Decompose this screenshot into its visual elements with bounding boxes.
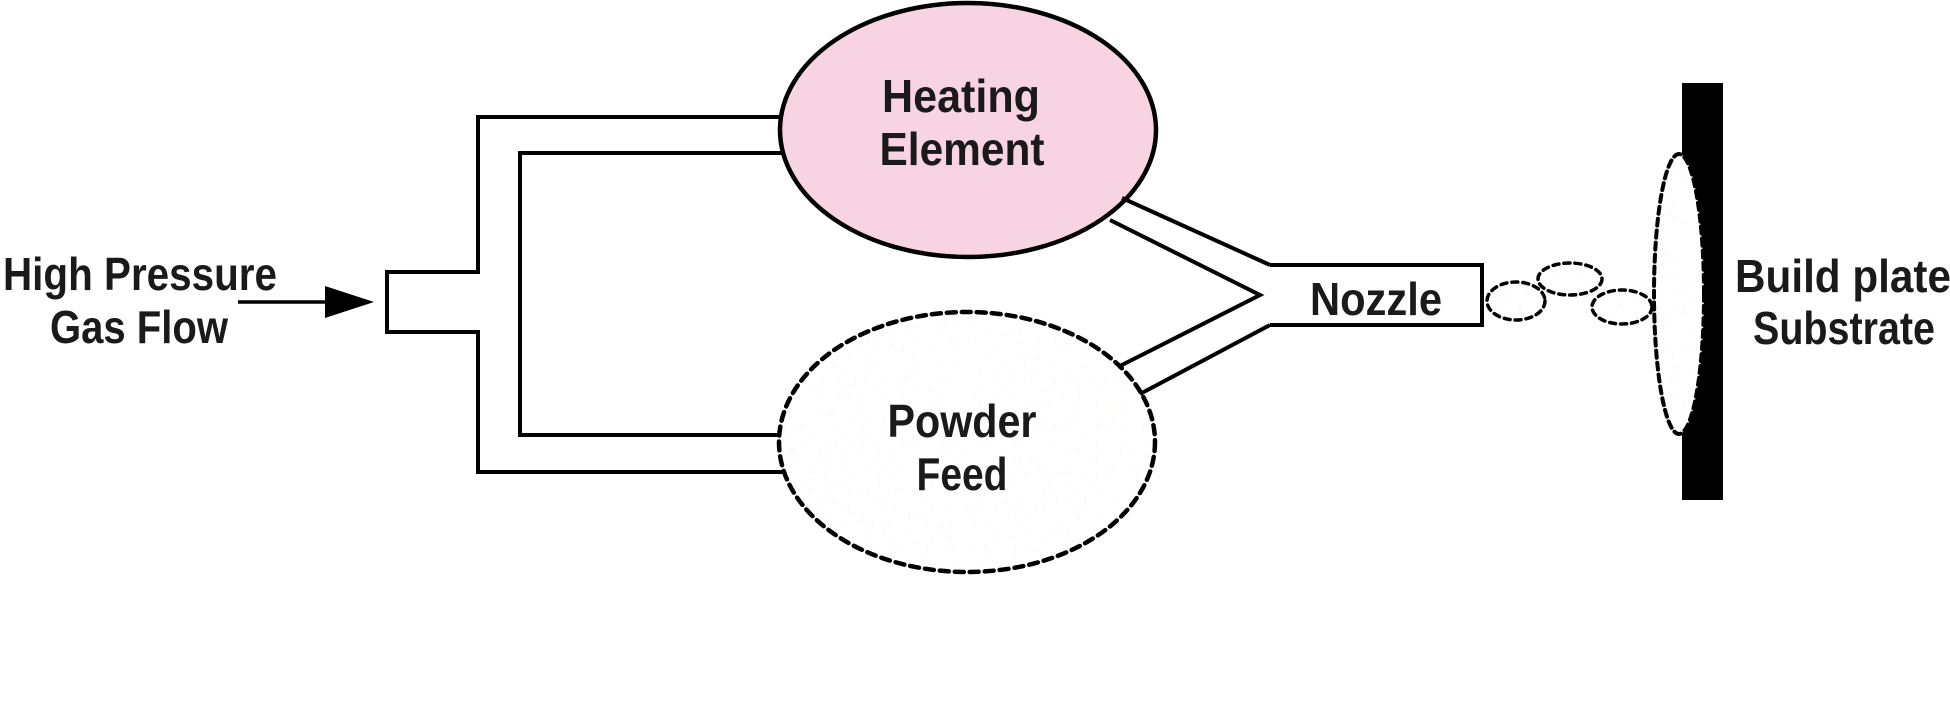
particle-fill xyxy=(1538,263,1602,295)
gas-flow-label-line2: Gas Flow xyxy=(50,301,228,353)
powder-feed-ellipse-border xyxy=(776,309,1158,575)
deposit-fill xyxy=(1654,154,1704,434)
particle-border xyxy=(1590,288,1654,326)
deposit-border xyxy=(1652,152,1706,436)
heating-element: Heating Element xyxy=(777,0,1159,260)
build-plate-label-line2: Substrate xyxy=(1753,302,1935,354)
powder-feed-ellipse xyxy=(779,312,1155,572)
gas-flow-label: High Pressure Gas Flow xyxy=(3,248,277,353)
nozzle-label: Nozzle xyxy=(1310,273,1442,325)
particle-border xyxy=(1485,280,1547,322)
pipe-inner-wall xyxy=(518,151,783,437)
powder-feed-label-line2: Feed xyxy=(917,448,1008,500)
heating-element-ellipse xyxy=(777,0,1159,260)
heating-element-label-line2: Element xyxy=(880,123,1045,175)
powder-feed-label-line1: Powder xyxy=(888,395,1037,447)
heating-element-label-line1: Heating xyxy=(882,70,1040,122)
gas-flow-label-line1: High Pressure xyxy=(3,248,277,300)
nozzle-pipe-inner-v-wall xyxy=(1109,218,1265,369)
sprayed-particles xyxy=(1485,261,1654,326)
build-plate-label: Build plate Substrate xyxy=(1735,250,1950,354)
pipe-outer-wall xyxy=(385,115,784,474)
nozzle: Nozzle xyxy=(1270,263,1484,327)
flow-arrow-icon xyxy=(238,286,374,318)
build-plate-label-line1: Build plate xyxy=(1735,250,1950,302)
particle xyxy=(1536,261,1604,297)
particle-fill xyxy=(1592,290,1652,324)
powder-feed: Powder Feed xyxy=(776,309,1158,575)
nozzle-pipe-top-outer-wall xyxy=(1121,196,1271,267)
particle xyxy=(1485,280,1547,322)
particle-fill xyxy=(1487,282,1545,320)
particle xyxy=(1590,288,1654,326)
deposit xyxy=(1652,152,1706,436)
particle-border xyxy=(1536,261,1604,297)
nozzle-pipe-bottom-outer-wall xyxy=(1139,323,1271,396)
flow-arrow-head xyxy=(325,286,374,318)
nozzle-body xyxy=(1270,263,1484,327)
